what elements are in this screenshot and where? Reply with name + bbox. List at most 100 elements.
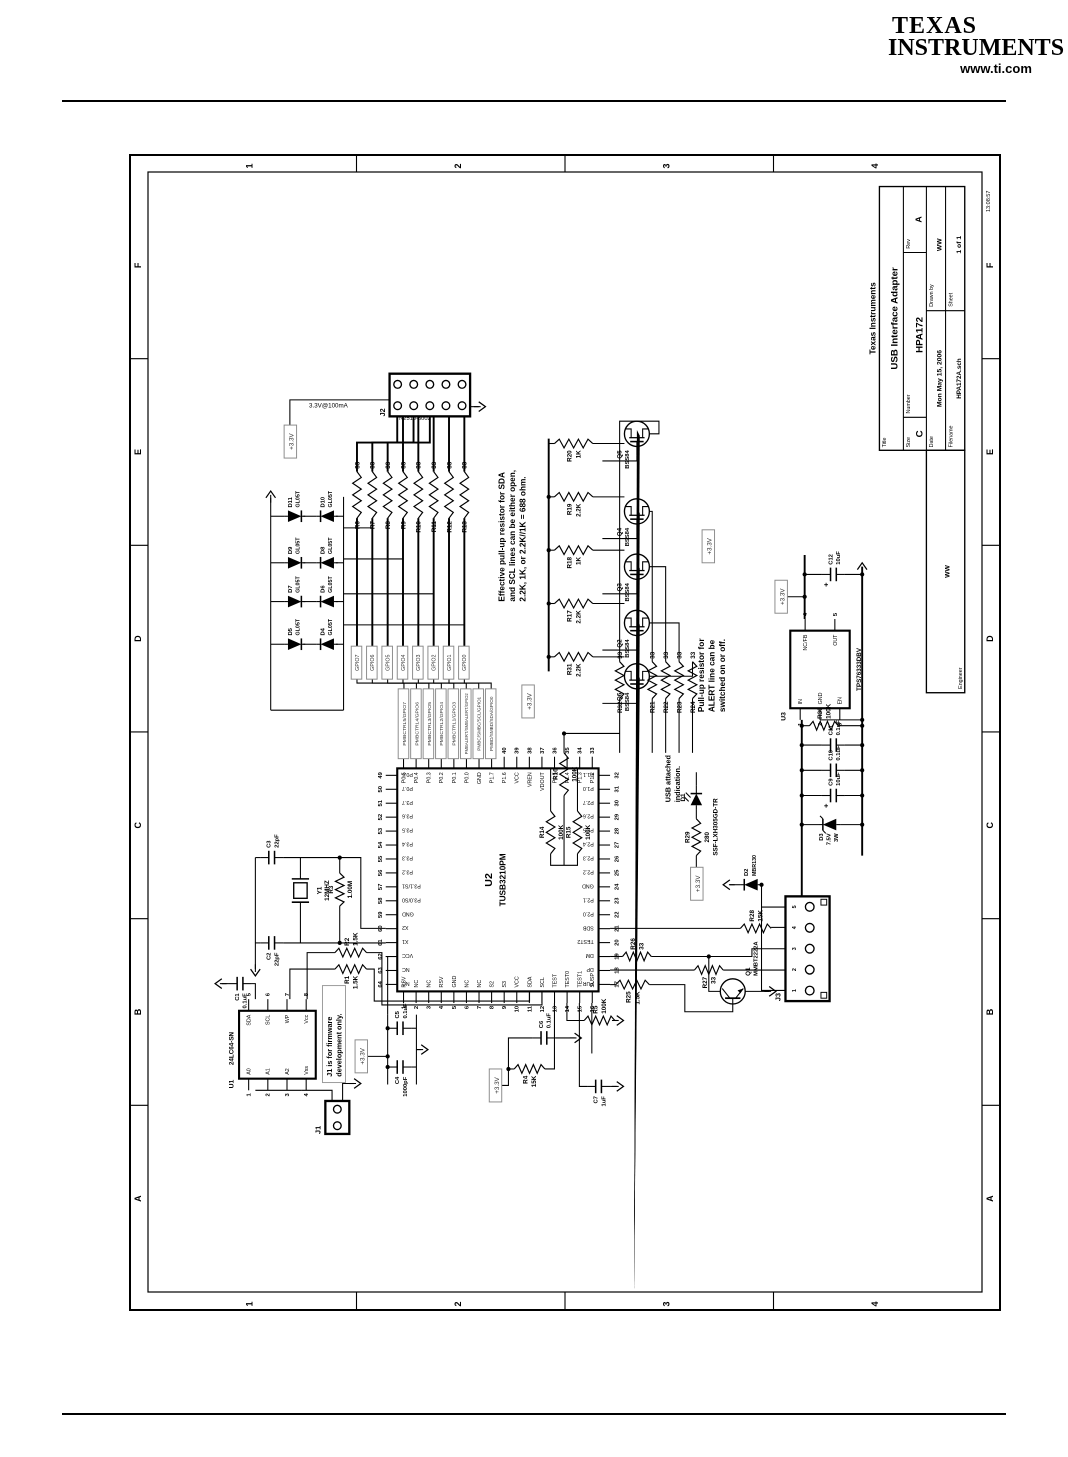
net-label: GPIO2 <box>427 645 439 680</box>
svg-text:NC: NC <box>427 980 433 988</box>
net-label: GPIO4 <box>396 645 409 680</box>
connector-J1: J1 <box>314 1099 351 1136</box>
svg-text:2.2K, 1K, or 2.2K//1K = 688 oh: 2.2K, 1K, or 2.2K//1K = 688 ohm. <box>519 476 528 601</box>
svg-text:30: 30 <box>615 800 621 806</box>
svg-text:Sheet: Sheet <box>948 292 954 306</box>
net-label: PMBCTRL3/GPIO5 <box>422 688 435 760</box>
svg-text:35: 35 <box>565 747 571 754</box>
svg-text:33: 33 <box>385 461 392 469</box>
svg-text:13:08:57: 13:08:57 <box>986 191 992 212</box>
svg-text:P3.4: P3.4 <box>402 841 413 847</box>
net-label: GPIO7 <box>350 645 363 680</box>
power-flag: +3.3V <box>354 1039 369 1074</box>
power-flag: +3.3V <box>690 866 704 901</box>
svg-text:F: F <box>985 262 995 268</box>
svg-text:GPIO4: GPIO4 <box>401 654 407 670</box>
svg-text:2.2K: 2.2K <box>575 663 582 677</box>
svg-text:P0.6: P0.6 <box>402 771 413 777</box>
svg-text:A0: A0 <box>247 1068 253 1075</box>
svg-text:Vcc: Vcc <box>304 1014 310 1023</box>
svg-text:26: 26 <box>615 856 621 862</box>
svg-text:GL05T: GL05T <box>295 618 301 635</box>
svg-text:NC: NC <box>464 980 470 988</box>
net-label: PMBCTRL2/GPIO4 <box>435 688 447 760</box>
svg-text:GND: GND <box>818 692 824 704</box>
svg-text:7: 7 <box>285 993 291 996</box>
ground-arrow <box>856 561 868 575</box>
svg-text:3: 3 <box>838 723 844 726</box>
svg-text:3.3V@100mA: 3.3V@100mA <box>309 403 349 410</box>
svg-text:U3: U3 <box>781 712 788 721</box>
svg-text:NC: NC <box>477 980 483 988</box>
svg-text:R14: R14 <box>539 826 546 838</box>
svg-text:GND: GND <box>477 772 483 784</box>
svg-text:IN: IN <box>798 699 804 705</box>
svg-text:GL05T: GL05T <box>295 490 301 507</box>
svg-text:64: 64 <box>378 980 384 987</box>
svg-text:B: B <box>133 1008 143 1015</box>
svg-text:D: D <box>133 635 143 642</box>
svg-text:P1.0: P1.0 <box>583 785 594 791</box>
svg-text:10uF: 10uF <box>836 551 842 565</box>
svg-text:+: + <box>822 803 831 808</box>
svg-text:C: C <box>133 822 143 829</box>
svg-text:P0.4: P0.4 <box>414 772 420 783</box>
svg-text:GPIO0: GPIO0 <box>462 654 468 670</box>
svg-text:+: + <box>822 582 831 587</box>
svg-text:PMBCTRL4/GPIO6: PMBCTRL4/GPIO6 <box>414 702 420 746</box>
svg-text:Mon May 15, 2006: Mon May 15, 2006 <box>937 350 944 407</box>
svg-text:0.1uF: 0.1uF <box>836 720 842 736</box>
svg-text:indication.: indication. <box>673 766 682 802</box>
svg-text:D11: D11 <box>288 496 294 507</box>
svg-text:SCL: SCL <box>266 1015 272 1025</box>
svg-text:R26: R26 <box>630 938 637 950</box>
svg-text:GL05T: GL05T <box>295 537 301 554</box>
svg-text:15: 15 <box>578 1005 584 1012</box>
svg-text:R21: R21 <box>650 701 657 713</box>
svg-text:R10: R10 <box>416 521 423 533</box>
svg-text:C12: C12 <box>828 554 834 565</box>
svg-text:Title: Title <box>882 437 888 447</box>
svg-text:P3.7: P3.7 <box>402 799 413 805</box>
svg-text:R5: R5 <box>593 1005 600 1014</box>
svg-text:A2: A2 <box>285 1068 291 1075</box>
net-label: GPIO5 <box>381 645 393 680</box>
svg-text:1uF: 1uF <box>601 1096 607 1107</box>
svg-text:Q4: Q4 <box>617 527 624 536</box>
svg-text:A1: A1 <box>266 1068 272 1075</box>
svg-text:6: 6 <box>266 993 272 996</box>
svg-text:R32: R32 <box>617 701 624 713</box>
svg-text:RSV: RSV <box>401 976 407 987</box>
svg-text:R28: R28 <box>749 910 756 922</box>
ground-arrow <box>722 879 735 891</box>
svg-text:4: 4 <box>439 1005 445 1009</box>
svg-text:3: 3 <box>661 163 671 168</box>
svg-text:C1: C1 <box>235 993 241 1001</box>
svg-text:Engineer: Engineer <box>958 667 964 689</box>
svg-text:1: 1 <box>401 1005 407 1009</box>
svg-text:development only.: development only. <box>335 1014 344 1077</box>
svg-text:33: 33 <box>590 747 596 753</box>
svg-text:19: 19 <box>615 953 621 959</box>
svg-text:BSS84: BSS84 <box>625 639 631 658</box>
svg-text:+3.3V: +3.3V <box>526 692 533 709</box>
svg-text:C2: C2 <box>267 953 273 960</box>
svg-text:C: C <box>985 822 995 829</box>
net-label: GPIO3 <box>412 645 424 680</box>
svg-text:D8: D8 <box>320 546 326 554</box>
svg-text:27: 27 <box>615 842 621 848</box>
